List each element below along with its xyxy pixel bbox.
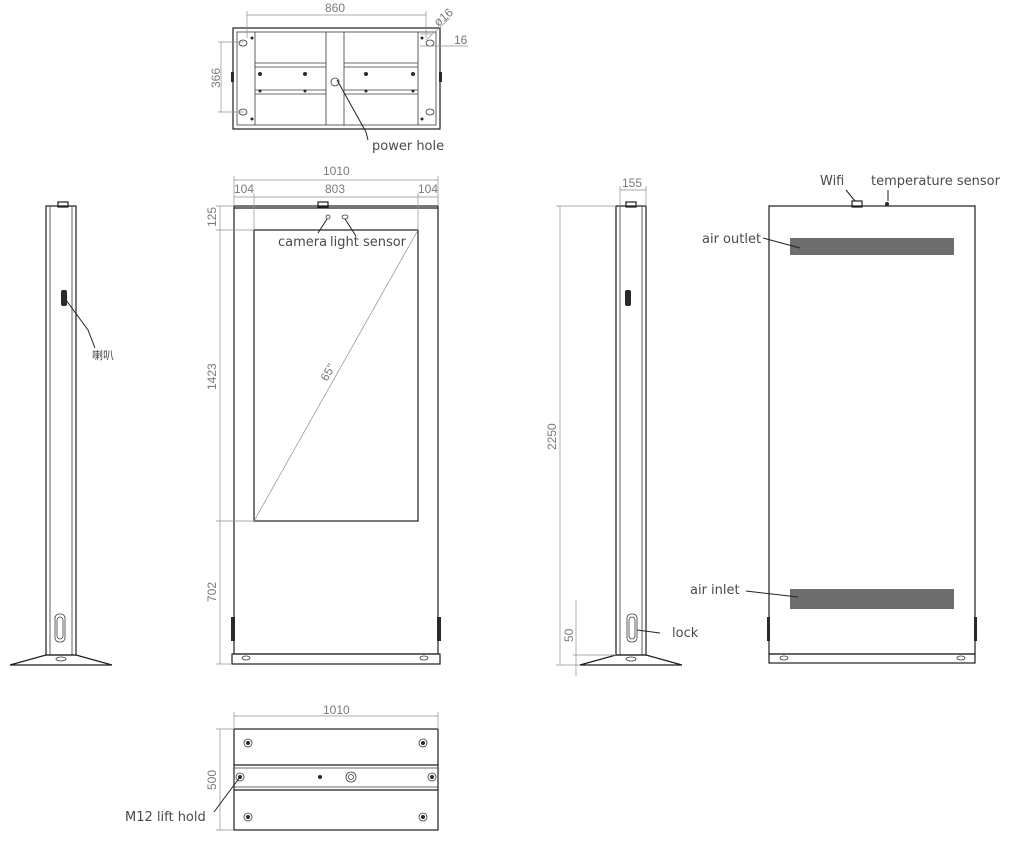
label-speaker: 喇叭	[92, 348, 114, 362]
left-side-view: 喇叭	[9, 201, 114, 666]
dim-top-height: 366	[209, 68, 223, 88]
front-view: 65" camera light sensor 1010 104 803 104…	[205, 164, 441, 665]
dim-base-depth: 500	[205, 770, 219, 790]
dim-hole-diameter: ø16	[431, 5, 456, 29]
dim-front-top: 125	[205, 207, 219, 227]
back-view: Wifi temperature sensor air outlet air i…	[690, 174, 1001, 664]
label-power-hole: power hole	[372, 139, 444, 154]
label-lock: lock	[672, 626, 699, 641]
dim-front-screen-height: 1423	[205, 363, 219, 390]
dim-hole-offset: 16	[454, 33, 468, 47]
label-light-sensor: light sensor	[330, 235, 407, 250]
label-air-inlet: air inlet	[690, 583, 740, 598]
dim-total-height: 2250	[545, 423, 559, 450]
top-view: 860 366 ø16 16 power hole	[209, 1, 468, 154]
dim-top-width: 860	[325, 1, 345, 15]
label-lift-hold: M12 lift hold	[125, 810, 206, 825]
dim-front-bottom: 702	[205, 582, 219, 602]
air-inlet-grill	[790, 589, 954, 609]
dim-front-width: 1010	[323, 164, 350, 178]
dim-front-margin-right: 104	[418, 182, 438, 196]
label-wifi: Wifi	[820, 174, 844, 189]
label-temperature-sensor: temperature sensor	[871, 174, 1001, 189]
dim-lock-height: 50	[562, 628, 576, 642]
label-air-outlet: air outlet	[702, 232, 761, 247]
dim-diagonal: 65"	[317, 361, 338, 383]
air-outlet-grill	[790, 238, 954, 255]
right-side-view: lock 155 2250 50	[545, 176, 699, 676]
label-camera: camera	[278, 235, 327, 250]
dim-base-width: 1010	[323, 703, 350, 717]
dim-front-screen-width: 803	[325, 182, 345, 196]
dim-front-margin-left: 104	[234, 182, 254, 196]
base-plan-view: 1010 500 M12 lift hold	[125, 703, 439, 831]
dim-side-depth: 155	[622, 176, 642, 190]
